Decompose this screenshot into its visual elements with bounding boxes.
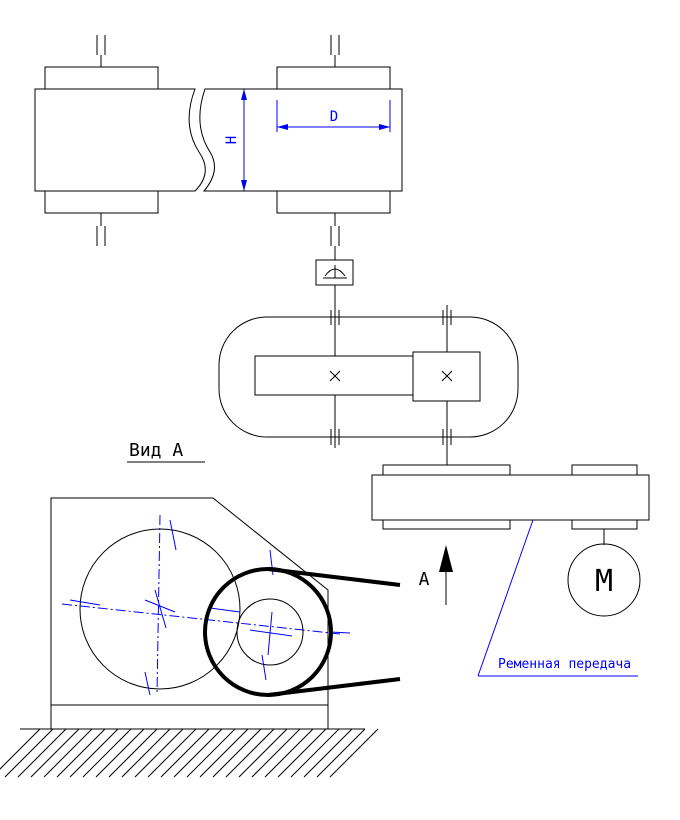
hatch-line [277,728,327,778]
hatch-line [95,728,145,778]
ground-hatching [0,728,379,778]
hatch-line [147,728,197,778]
large-roll-side-view [61,514,341,696]
hatch-line [30,728,80,778]
right-roll-body [199,88,403,192]
hatch-line [316,728,366,778]
hatch-line [251,728,301,778]
right-roll-bottom-bearing [276,190,391,214]
hatch-line [303,728,353,778]
electric-motor: M [567,543,641,617]
gear-small-mark [441,370,453,382]
left-roll-body [34,88,206,192]
hatch-line [238,728,288,778]
belt-drive-label: Ременная передача [498,657,631,672]
motor-label: M [595,564,613,599]
hatch-line [212,728,262,778]
view-arrow-label: A [419,569,430,590]
gear-large-mark [329,370,341,382]
view-arrow-a: A [419,545,453,605]
hatch-line [43,728,93,778]
hatch-line [134,728,184,778]
hatch-line [225,728,275,778]
right-roll-bottom-shaft [330,213,340,260]
hatch-line [82,728,132,778]
belt-drive-plan [371,464,650,545]
coupling-symbol [315,259,354,310]
belt-label-leader: Ременная передача [477,519,638,677]
hatch-line [329,728,379,778]
hatch-line [186,728,236,778]
hatch-line [108,728,158,778]
view-a-title: Вид А [127,440,205,463]
hatch-line [173,728,223,778]
hatch-line [0,728,41,770]
hatch-line [264,728,314,778]
dimension-d-label: D [330,109,338,125]
left-roll-bottom-bearing [44,190,159,214]
left-roll-top-shaft [96,35,106,67]
belt-outline [203,567,401,697]
hatch-line [199,728,249,778]
hatch-line [4,728,54,778]
view-a-title-text: Вид А [129,440,183,461]
hatch-line [121,728,171,778]
rolls-assembly: H D [34,35,403,260]
left-roll-top-bearing [44,66,159,90]
gearbox-housing [218,305,519,465]
hatch-line [290,728,340,778]
left-roll-bottom-shaft [96,213,106,246]
hatch-line [69,728,119,778]
right-roll-top-bearing [276,66,391,90]
dimension-d: D [276,100,391,132]
hatch-line [17,728,67,778]
dimension-h: H [224,89,247,191]
hatch-line [56,728,106,778]
hatch-line [160,728,210,778]
belt-drive-body [371,474,650,521]
right-roll-top-shaft [330,35,340,67]
dimension-h-label: H [224,136,240,144]
